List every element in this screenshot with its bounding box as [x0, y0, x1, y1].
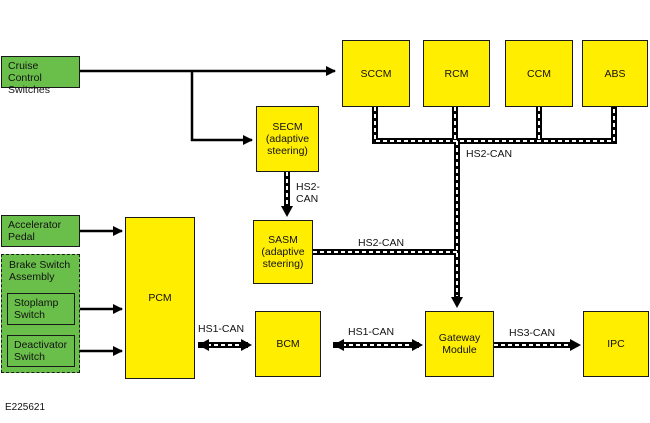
hs2-can-label-sasm: HS2-CAN: [358, 237, 405, 249]
ipc-module: IPC: [583, 311, 649, 377]
gateway-module: Gateway Module: [425, 311, 494, 377]
deactivator-switch: Deactivator Switch: [7, 335, 75, 367]
bcm-module: BCM: [255, 311, 321, 377]
cruise-control-switches: Cruise Control Switches: [1, 56, 80, 96]
hs1-can-label-bcm: HS1-CAN: [348, 326, 395, 338]
pcm-module: PCM: [125, 217, 195, 379]
cruise-control-wires: [80, 66, 336, 145]
can-arrowheads: [198, 206, 581, 351]
brake-switch-assembly-label: Brake Switch Assembly: [9, 259, 71, 283]
hs2-can-label-secm: HS2- CAN: [296, 181, 320, 205]
abs-module: ABS: [582, 40, 648, 107]
hs2-can-label-top: HS2-CAN: [466, 148, 513, 160]
hs3-can-label: HS3-CAN: [509, 327, 556, 339]
figure-id: E225621: [5, 402, 46, 413]
accelerator-pedal: Accelerator Pedal: [1, 215, 80, 247]
rcm-module: RCM: [423, 40, 490, 107]
hs1-can-label-pcm: HS1-CAN: [198, 323, 245, 335]
sccm-module: SCCM: [342, 40, 410, 107]
ccm-module: CCM: [505, 40, 573, 107]
stoplamp-switch: Stoplamp Switch: [7, 293, 75, 325]
pcm-input-wires: [75, 226, 123, 356]
sasm-module: SASM (adaptive steering): [253, 220, 313, 284]
secm-module: SECM (adaptive steering): [256, 106, 319, 172]
